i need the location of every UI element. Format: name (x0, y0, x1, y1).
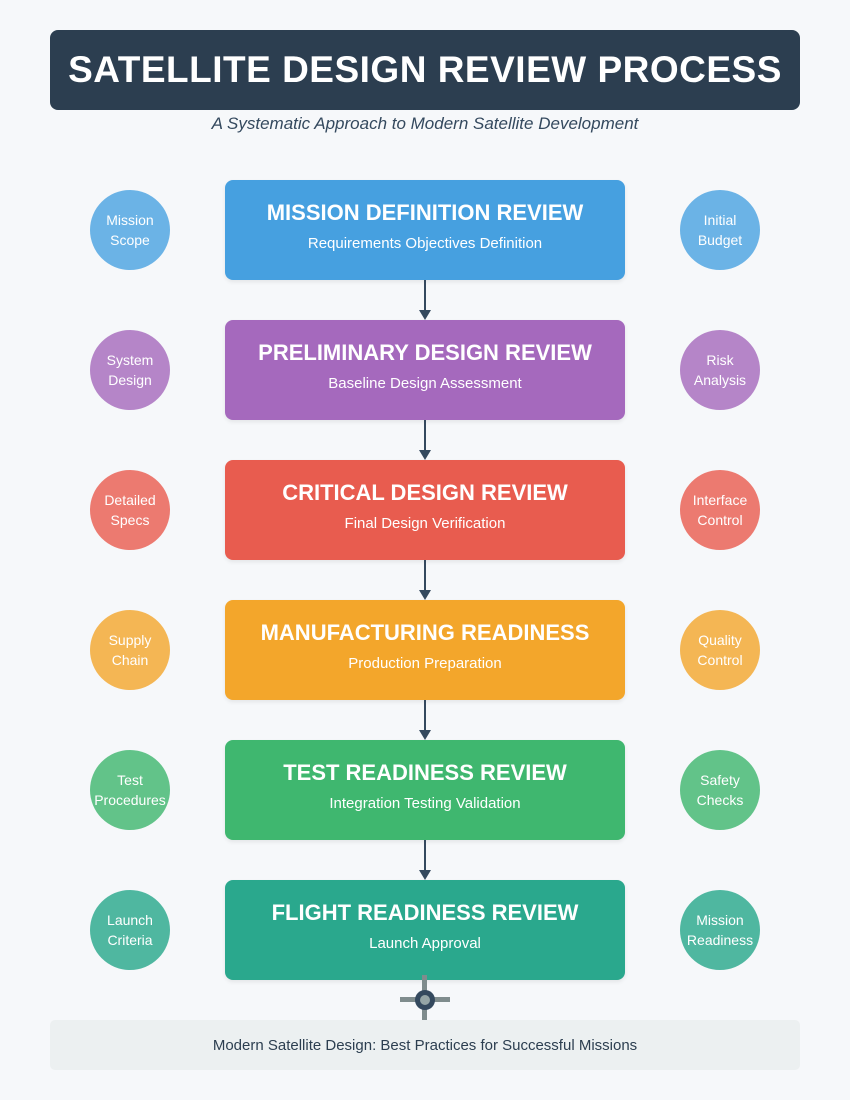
stage-description: Requirements Objectives Definition (307, 235, 543, 252)
flow-arrow (419, 280, 431, 320)
side-bubble-left: Supply Chain (90, 610, 170, 690)
side-bubble-right: Mission Readiness (680, 890, 760, 970)
footer-text: Modern Satellite Design: Best Practices … (212, 1036, 638, 1054)
header-banner: SATELLITE DESIGN REVIEW PROCESS (50, 30, 800, 110)
stage-description: Final Design Verification (344, 515, 506, 532)
side-bubble-left: Mission Scope (90, 190, 170, 270)
side-bubble-left: System Design (90, 330, 170, 410)
stage-title: CRITICAL DESIGN REVIEW (282, 480, 568, 505)
page-subtitle: A Systematic Approach to Modern Satellit… (211, 114, 639, 133)
side-bubble-right: Initial Budget (680, 190, 760, 270)
side-bubble-left: Detailed Specs (90, 470, 170, 550)
stage-description: Integration Testing Validation (329, 795, 521, 812)
side-bubble-left: Launch Criteria (90, 890, 170, 970)
side-bubble-right: Safety Checks (680, 750, 760, 830)
stage-title: FLIGHT READINESS REVIEW (271, 900, 579, 925)
flow-arrow (419, 560, 431, 600)
stage-mission-definition: MISSION DEFINITION REVIEW Requirements O… (225, 180, 625, 280)
footer-banner: Modern Satellite Design: Best Practices … (50, 1020, 800, 1070)
page-title: SATELLITE DESIGN REVIEW PROCESS (68, 49, 782, 90)
stage-title: MANUFACTURING READINESS (260, 620, 590, 645)
satellite-icon (400, 975, 450, 1025)
stage-title: MISSION DEFINITION REVIEW (266, 200, 584, 225)
stage-description: Launch Approval (369, 935, 481, 952)
stage-preliminary-design: PRELIMINARY DESIGN REVIEW Baseline Desig… (225, 320, 625, 420)
stage-flight-readiness: FLIGHT READINESS REVIEW Launch Approval (225, 880, 625, 980)
stage-title: TEST READINESS REVIEW (283, 760, 567, 785)
stage-description: Production Preparation (348, 655, 502, 672)
stage-manufacturing-readiness: MANUFACTURING READINESS Production Prepa… (225, 600, 625, 700)
stage-test-readiness: TEST READINESS REVIEW Integration Testin… (225, 740, 625, 840)
stage-critical-design: CRITICAL DESIGN REVIEW Final Design Veri… (225, 460, 625, 560)
side-bubble-right: Quality Control (680, 610, 760, 690)
stage-description: Baseline Design Assessment (328, 375, 522, 392)
side-bubble-right: Interface Control (680, 470, 760, 550)
flow-arrow (419, 700, 431, 740)
stage-title: PRELIMINARY DESIGN REVIEW (258, 340, 592, 365)
flow-arrow (419, 420, 431, 460)
side-bubble-left: Test Procedures (90, 750, 170, 830)
side-bubble-right: Risk Analysis (680, 330, 760, 410)
flow-arrow (419, 840, 431, 880)
